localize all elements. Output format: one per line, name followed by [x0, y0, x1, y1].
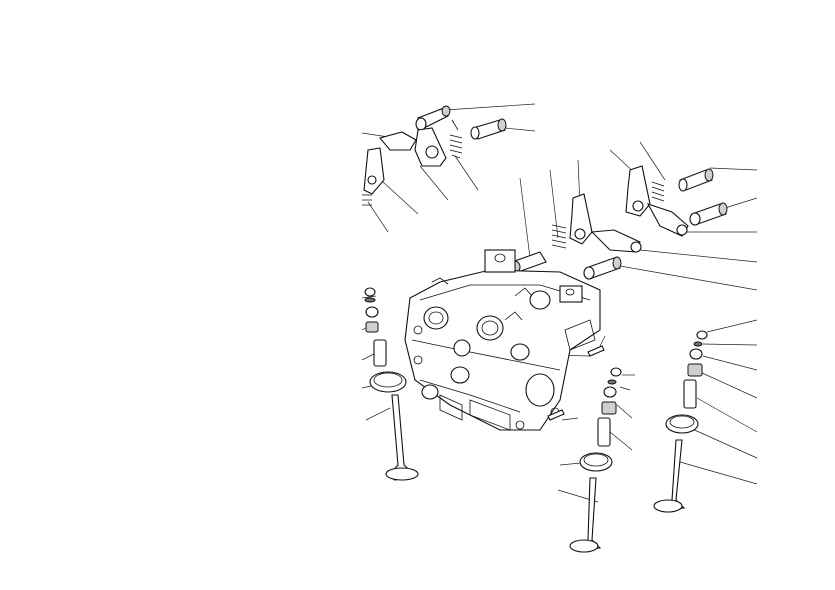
rocker-shaft-upper — [415, 105, 451, 131]
rocker-pin-upper — [470, 118, 507, 140]
valve-stack-left — [364, 287, 419, 481]
stud-bolt — [587, 345, 605, 357]
small-bolt — [547, 409, 565, 421]
cylinder-head — [404, 249, 601, 431]
valve-stack-right — [653, 330, 708, 513]
valve-stack-center — [569, 367, 622, 553]
spring-right — [651, 181, 665, 202]
camshaft-follower-right — [678, 168, 728, 226]
spring-upper — [449, 119, 463, 159]
spring-center — [551, 224, 567, 249]
rocker-arm-upper-left — [379, 127, 447, 167]
camshaft-follower-center — [509, 251, 622, 280]
leader-lines — [361, 103, 758, 503]
rocker-arm-right — [625, 165, 689, 237]
rocker-arm-center — [569, 193, 642, 253]
rocker-arm-far-left — [362, 147, 385, 206]
